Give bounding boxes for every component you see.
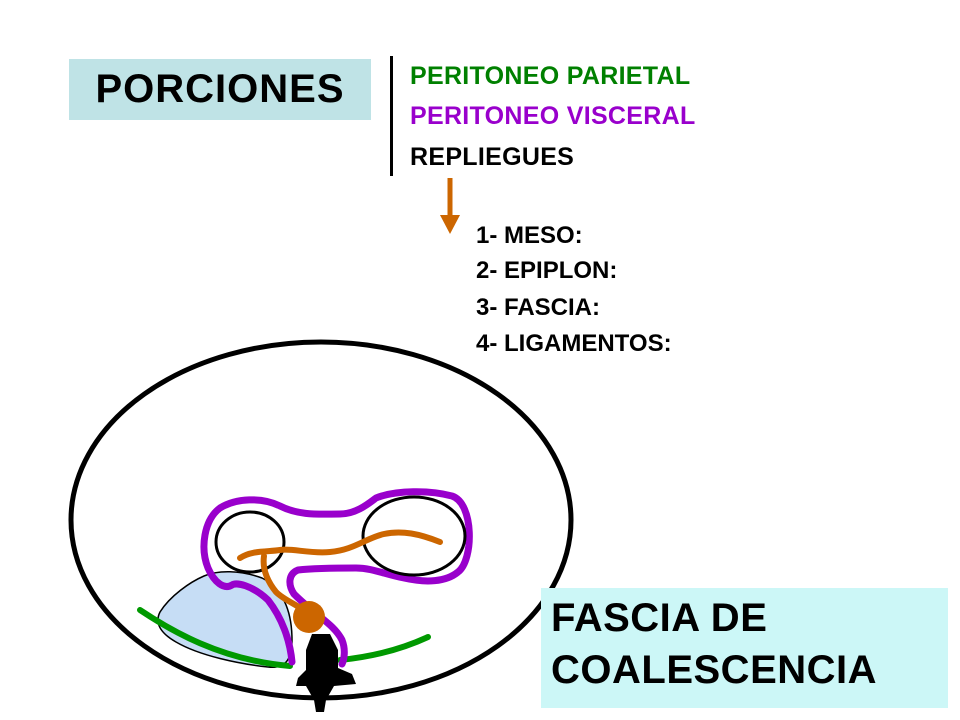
portion-parietal: PERITONEO PARIETAL	[410, 62, 691, 90]
fold-item-ligamentos: 4- LIGAMENTOS:	[476, 330, 672, 357]
aorta-circle	[293, 601, 325, 633]
mesenteric-vessel	[237, 529, 443, 615]
title-box: PORCIONES	[69, 59, 371, 120]
callout-line-1: FASCIA DE	[551, 596, 768, 640]
fold-item-epiplon: 2- EPIPLON:	[476, 257, 618, 284]
fold-item-meso: 1- MESO:	[476, 222, 583, 249]
visceral-peritoneum	[200, 488, 473, 668]
callout-box	[541, 588, 948, 708]
parietal-peritoneum-left	[137, 607, 293, 669]
callout-line-2: COALESCENCIA	[551, 648, 878, 692]
vertebra-shape	[296, 634, 356, 712]
intestine-loop-left	[214, 510, 286, 574]
page-title: PORCIONES	[95, 67, 345, 111]
intestine-loop-right	[361, 495, 467, 577]
bracket-line	[390, 56, 393, 176]
down-arrow-icon	[440, 178, 460, 234]
portion-visceral: PERITONEO VISCERAL	[410, 102, 696, 130]
fold-item-fascia: 3- FASCIA:	[476, 294, 601, 321]
portion-repliegues: REPLIEGUES	[410, 143, 575, 171]
parietal-peritoneum-right	[337, 634, 431, 663]
